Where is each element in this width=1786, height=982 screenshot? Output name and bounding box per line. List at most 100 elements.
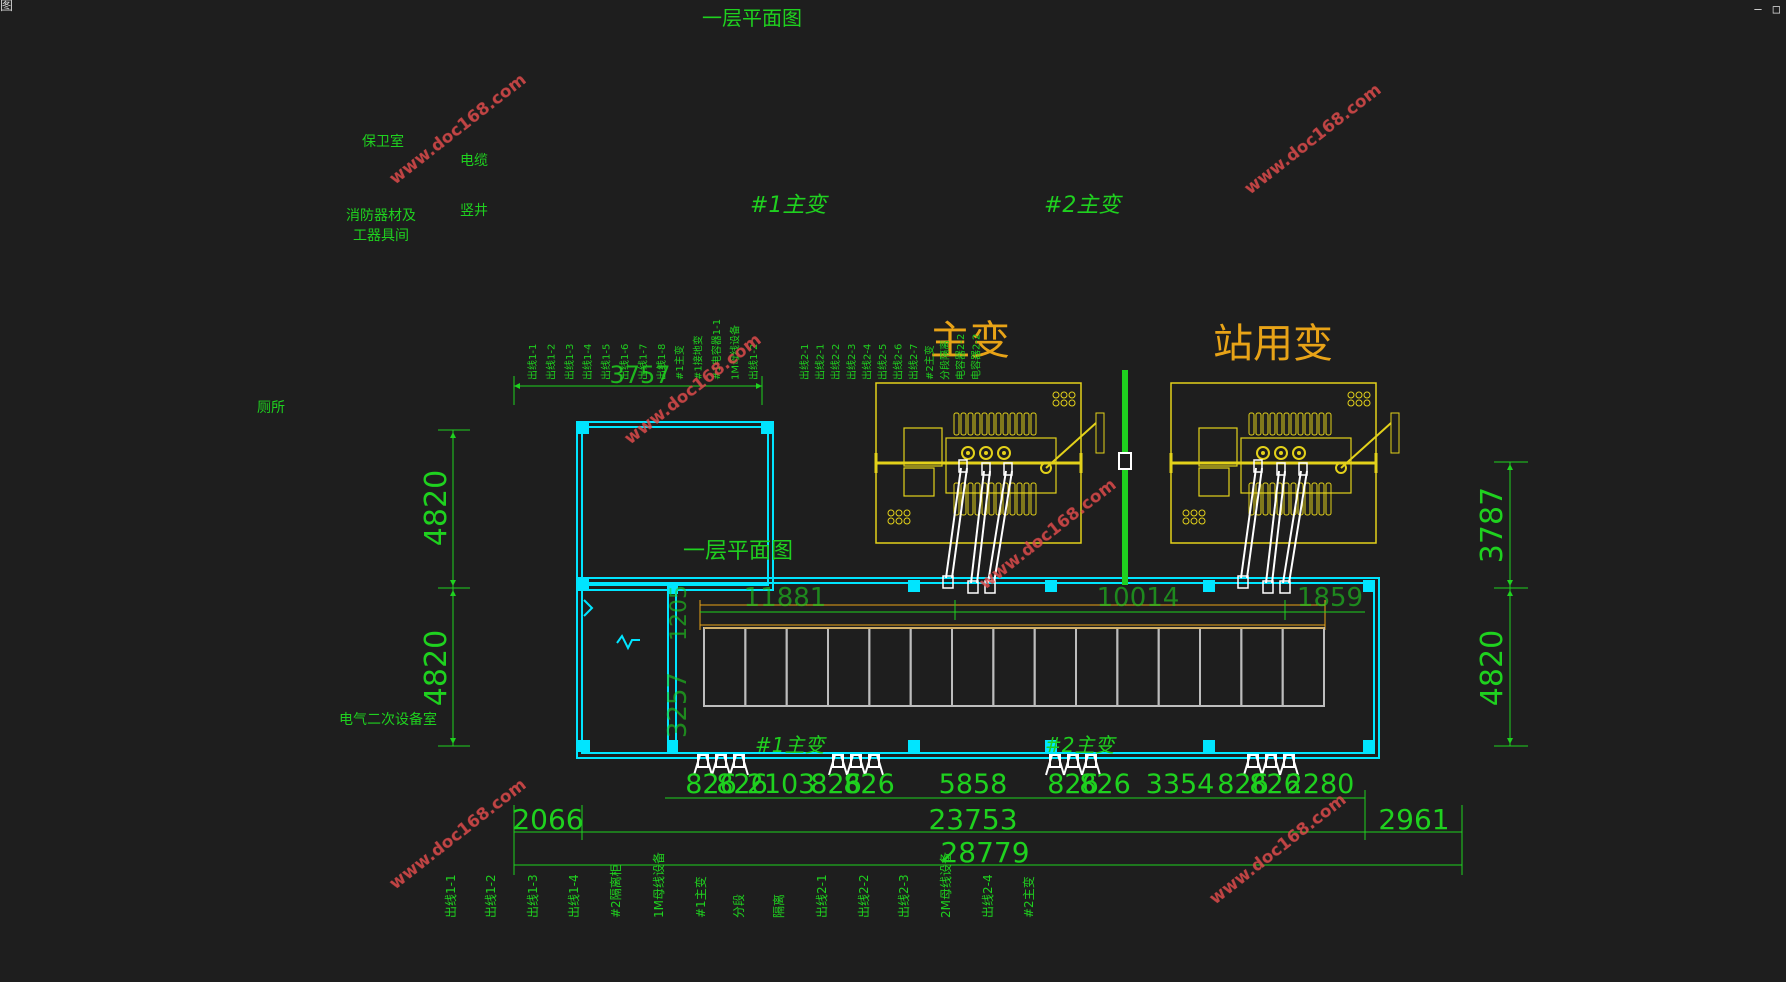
cabinet-row-outline xyxy=(703,627,1325,707)
row2-right-dim: 2961 xyxy=(1378,803,1449,836)
bottom-label-4: #2隔离柜 xyxy=(608,864,623,918)
top-left-label-6: 出线1-7 xyxy=(636,344,649,380)
inner-dim-1: 11881 xyxy=(744,583,827,613)
inner-dim-3: 1859 xyxy=(1297,583,1363,613)
bottom-bushings xyxy=(693,754,1299,776)
cabinet-11 xyxy=(1157,627,1201,707)
secondary-room-label: 电气二次设备室 xyxy=(339,711,437,728)
cabinet-0 xyxy=(703,627,747,707)
inner-green-dim xyxy=(700,600,1365,620)
top-right-label-4: 出线2-4 xyxy=(860,344,873,380)
top-left-label-7: 出线1-8 xyxy=(655,344,668,380)
bushing-lead xyxy=(987,470,1007,584)
t1-top-label: #1主变 xyxy=(750,193,829,218)
top-right-label-11: 电容器2-2 xyxy=(970,334,983,380)
cabinet-6 xyxy=(951,627,995,707)
row1-dim-10: 826 xyxy=(1249,769,1301,800)
cabinet-12 xyxy=(1199,627,1243,707)
row1-dim-5: 5858 xyxy=(939,769,1008,800)
station-transformer-title: 站用变 xyxy=(1213,321,1333,367)
top-left-label-9: #1接地变 xyxy=(692,335,705,380)
top-right-label-2: 出线2-2 xyxy=(829,344,842,380)
top-left-label-11: 1M母线设备 xyxy=(728,325,741,380)
row1-dim-3: 826 xyxy=(810,769,862,800)
top-right-label-5: 出线2-5 xyxy=(876,344,889,380)
row1-dim-8: 3354 xyxy=(1146,769,1215,800)
upper-left-room-walls xyxy=(576,421,774,591)
row2-mid-dim: 23753 xyxy=(928,803,1017,836)
top-right-label-7: 出线2-7 xyxy=(907,344,920,380)
left-dim-upper: 4820 xyxy=(419,470,454,546)
top-left-label-3: 出线1-4 xyxy=(581,344,594,380)
watermark-1: www.doc168.com xyxy=(1241,80,1386,199)
top-right-label-3: 出线2-3 xyxy=(845,344,858,380)
bushing-lead xyxy=(945,467,962,579)
bottom-label-1: 出线1-2 xyxy=(484,874,498,918)
row1-dim-6: 826 xyxy=(1047,769,1099,800)
t2-top-label: #2主变 xyxy=(1044,193,1123,218)
top-left-label-10: #1电容器1-1 xyxy=(710,319,723,380)
transformer-labels: #1主变 #2主变 主变 站用变 xyxy=(750,193,1333,367)
top-left-label-4: 出线1-5 xyxy=(600,344,613,380)
bottom-label-13: 出线2-4 xyxy=(981,874,995,918)
right-dimension-lines xyxy=(1494,461,1528,747)
cabinet-9 xyxy=(1075,627,1119,707)
row1-dim-11: 2280 xyxy=(1286,769,1355,800)
row2-left-dim: 2066 xyxy=(512,803,583,836)
inner-side-dim-2: 1205 xyxy=(667,585,692,641)
inner-plan-label: 一层平面图 xyxy=(683,539,793,564)
fire-tools-label-1: 消防器材及 xyxy=(346,208,416,224)
separator-bar xyxy=(1118,370,1132,585)
watermark-4: www.doc168.com xyxy=(386,775,531,894)
switchgear-cabinets xyxy=(703,627,1325,707)
row1-dim-9: 826 xyxy=(1217,769,1269,800)
door-symbol xyxy=(616,634,640,651)
window-controls[interactable]: – □ xyxy=(1754,2,1782,16)
bottom-label-2: 出线1-3 xyxy=(526,874,540,918)
bottom-label-8: 隔离 xyxy=(771,894,786,918)
guard-room-label: 保卫室 xyxy=(362,133,404,150)
row1-dim-0: 826 xyxy=(685,769,737,800)
top-right-label-6: 出线2-6 xyxy=(892,344,905,380)
top-left-label-2: 出线1-3 xyxy=(563,344,576,380)
cabinet-13 xyxy=(1240,627,1284,707)
top-span-dim-text: 3757 xyxy=(609,361,670,389)
drawing-title: 一层平面图 xyxy=(702,6,802,30)
cabinet-1 xyxy=(744,627,788,707)
inner-dim-2: 10014 xyxy=(1097,583,1180,613)
inner-dimension-lines xyxy=(699,600,1326,630)
cabinet-3 xyxy=(827,627,871,707)
row1-dim-2: 2103 xyxy=(747,769,816,800)
cabinet-5 xyxy=(909,627,954,707)
row1-dim-7: 826 xyxy=(1079,769,1131,800)
toilet-label: 厕所 xyxy=(257,400,285,416)
watermark-0: www.doc168.com xyxy=(386,70,531,189)
cabinet-7 xyxy=(992,627,1036,707)
left-dimension-lines xyxy=(438,429,470,747)
bushing-lead xyxy=(1265,470,1280,584)
top-left-glyph: 图 xyxy=(0,0,14,14)
bottom-label-3: 出线1-4 xyxy=(567,874,581,918)
cabinet-4 xyxy=(868,627,912,707)
door-arc xyxy=(583,599,594,617)
bottom-label-14: #2主变 xyxy=(1021,876,1036,918)
bottom-label-6: #1主变 xyxy=(693,876,708,918)
bushing-lead xyxy=(1240,467,1257,579)
bottom-label-12: 2M母线设备 xyxy=(939,852,953,918)
top-right-label-1: 出线2-1 xyxy=(814,344,827,380)
inner-side-dim-1: 3257 xyxy=(663,672,693,738)
top-right-label-0: 出线2-1 xyxy=(798,344,811,380)
top-span-dimension xyxy=(513,376,763,405)
bottom-label-5: 1M母线设备 xyxy=(652,852,666,918)
fire-tools-label-2: 工器具间 xyxy=(353,228,409,244)
bushing-lead xyxy=(1282,470,1302,584)
top-left-label-5: 出线1-6 xyxy=(618,344,631,380)
main-transformer-title: 主变 xyxy=(930,318,1010,364)
top-right-label-8: #2主变 xyxy=(923,345,936,380)
bottom-label-11: 出线2-3 xyxy=(897,874,911,918)
bushing-lead xyxy=(970,470,985,584)
left-dim-lower: 4820 xyxy=(419,630,454,706)
